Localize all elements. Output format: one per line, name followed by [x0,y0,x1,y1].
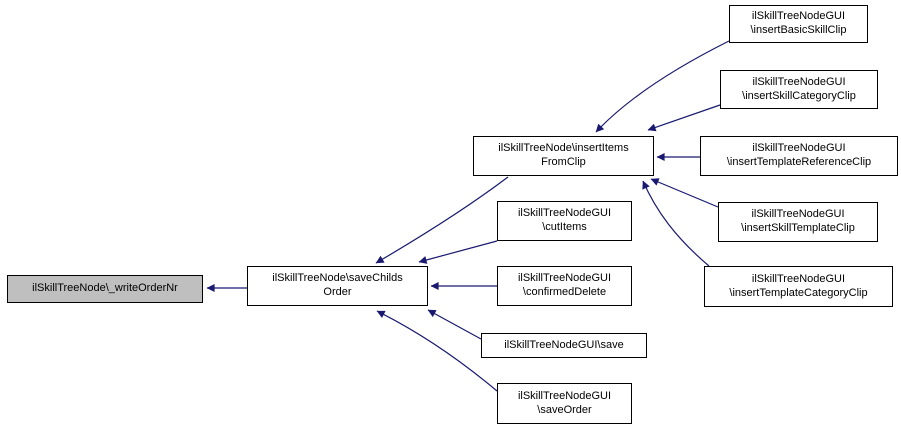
node-insert-items-from-clip[interactable]: ilSkillTreeNode\insertItems FromClip [473,136,654,176]
node-insert-skill-template-clip[interactable]: ilSkillTreeNodeGUI \insertSkillTemplateC… [718,202,878,242]
edge-insertSkillCategoryClip-insertItemsFromClip [647,104,721,132]
node-write-order-nr[interactable]: ilSkillTreeNode\_writeOrderNr [7,275,203,303]
node-save[interactable]: ilSkillTreeNodeGUI\save [481,333,647,358]
node-insert-template-category-clip[interactable]: ilSkillTreeNodeGUI \insertTemplateCatego… [704,266,893,307]
node-cut-items[interactable]: ilSkillTreeNodeGUI \cutItems [497,201,632,241]
edge-cutItems-saveChildsOrder [418,240,498,264]
edge-save-saveChildsOrder [427,309,482,340]
node-insert-template-reference-clip[interactable]: ilSkillTreeNodeGUI \insertTemplateRefere… [700,136,898,176]
node-insert-basic-skill-clip[interactable]: ilSkillTreeNodeGUI \insertBasicSkillClip [729,5,868,43]
node-confirmed-delete[interactable]: ilSkillTreeNodeGUI \confirmedDelete [497,266,632,306]
edge-insertTemplateCategoryClip-insertItemsFromClip [642,180,710,267]
edge-saveOrder-saveChildsOrder [376,310,498,392]
edge-insertBasicSkillClip-insertItemsFromClip [595,40,730,133]
node-save-childs-order[interactable]: ilSkillTreeNode\saveChilds Order [247,266,428,306]
node-save-order[interactable]: ilSkillTreeNodeGUI \saveOrder [497,383,632,424]
node-insert-skill-category-clip[interactable]: ilSkillTreeNodeGUI \insertSkillCategoryC… [720,70,878,109]
edge-insertItemsFromClip-saveChildsOrder [375,176,509,264]
edge-insertSkillTemplateClip-insertItemsFromClip [650,178,719,208]
